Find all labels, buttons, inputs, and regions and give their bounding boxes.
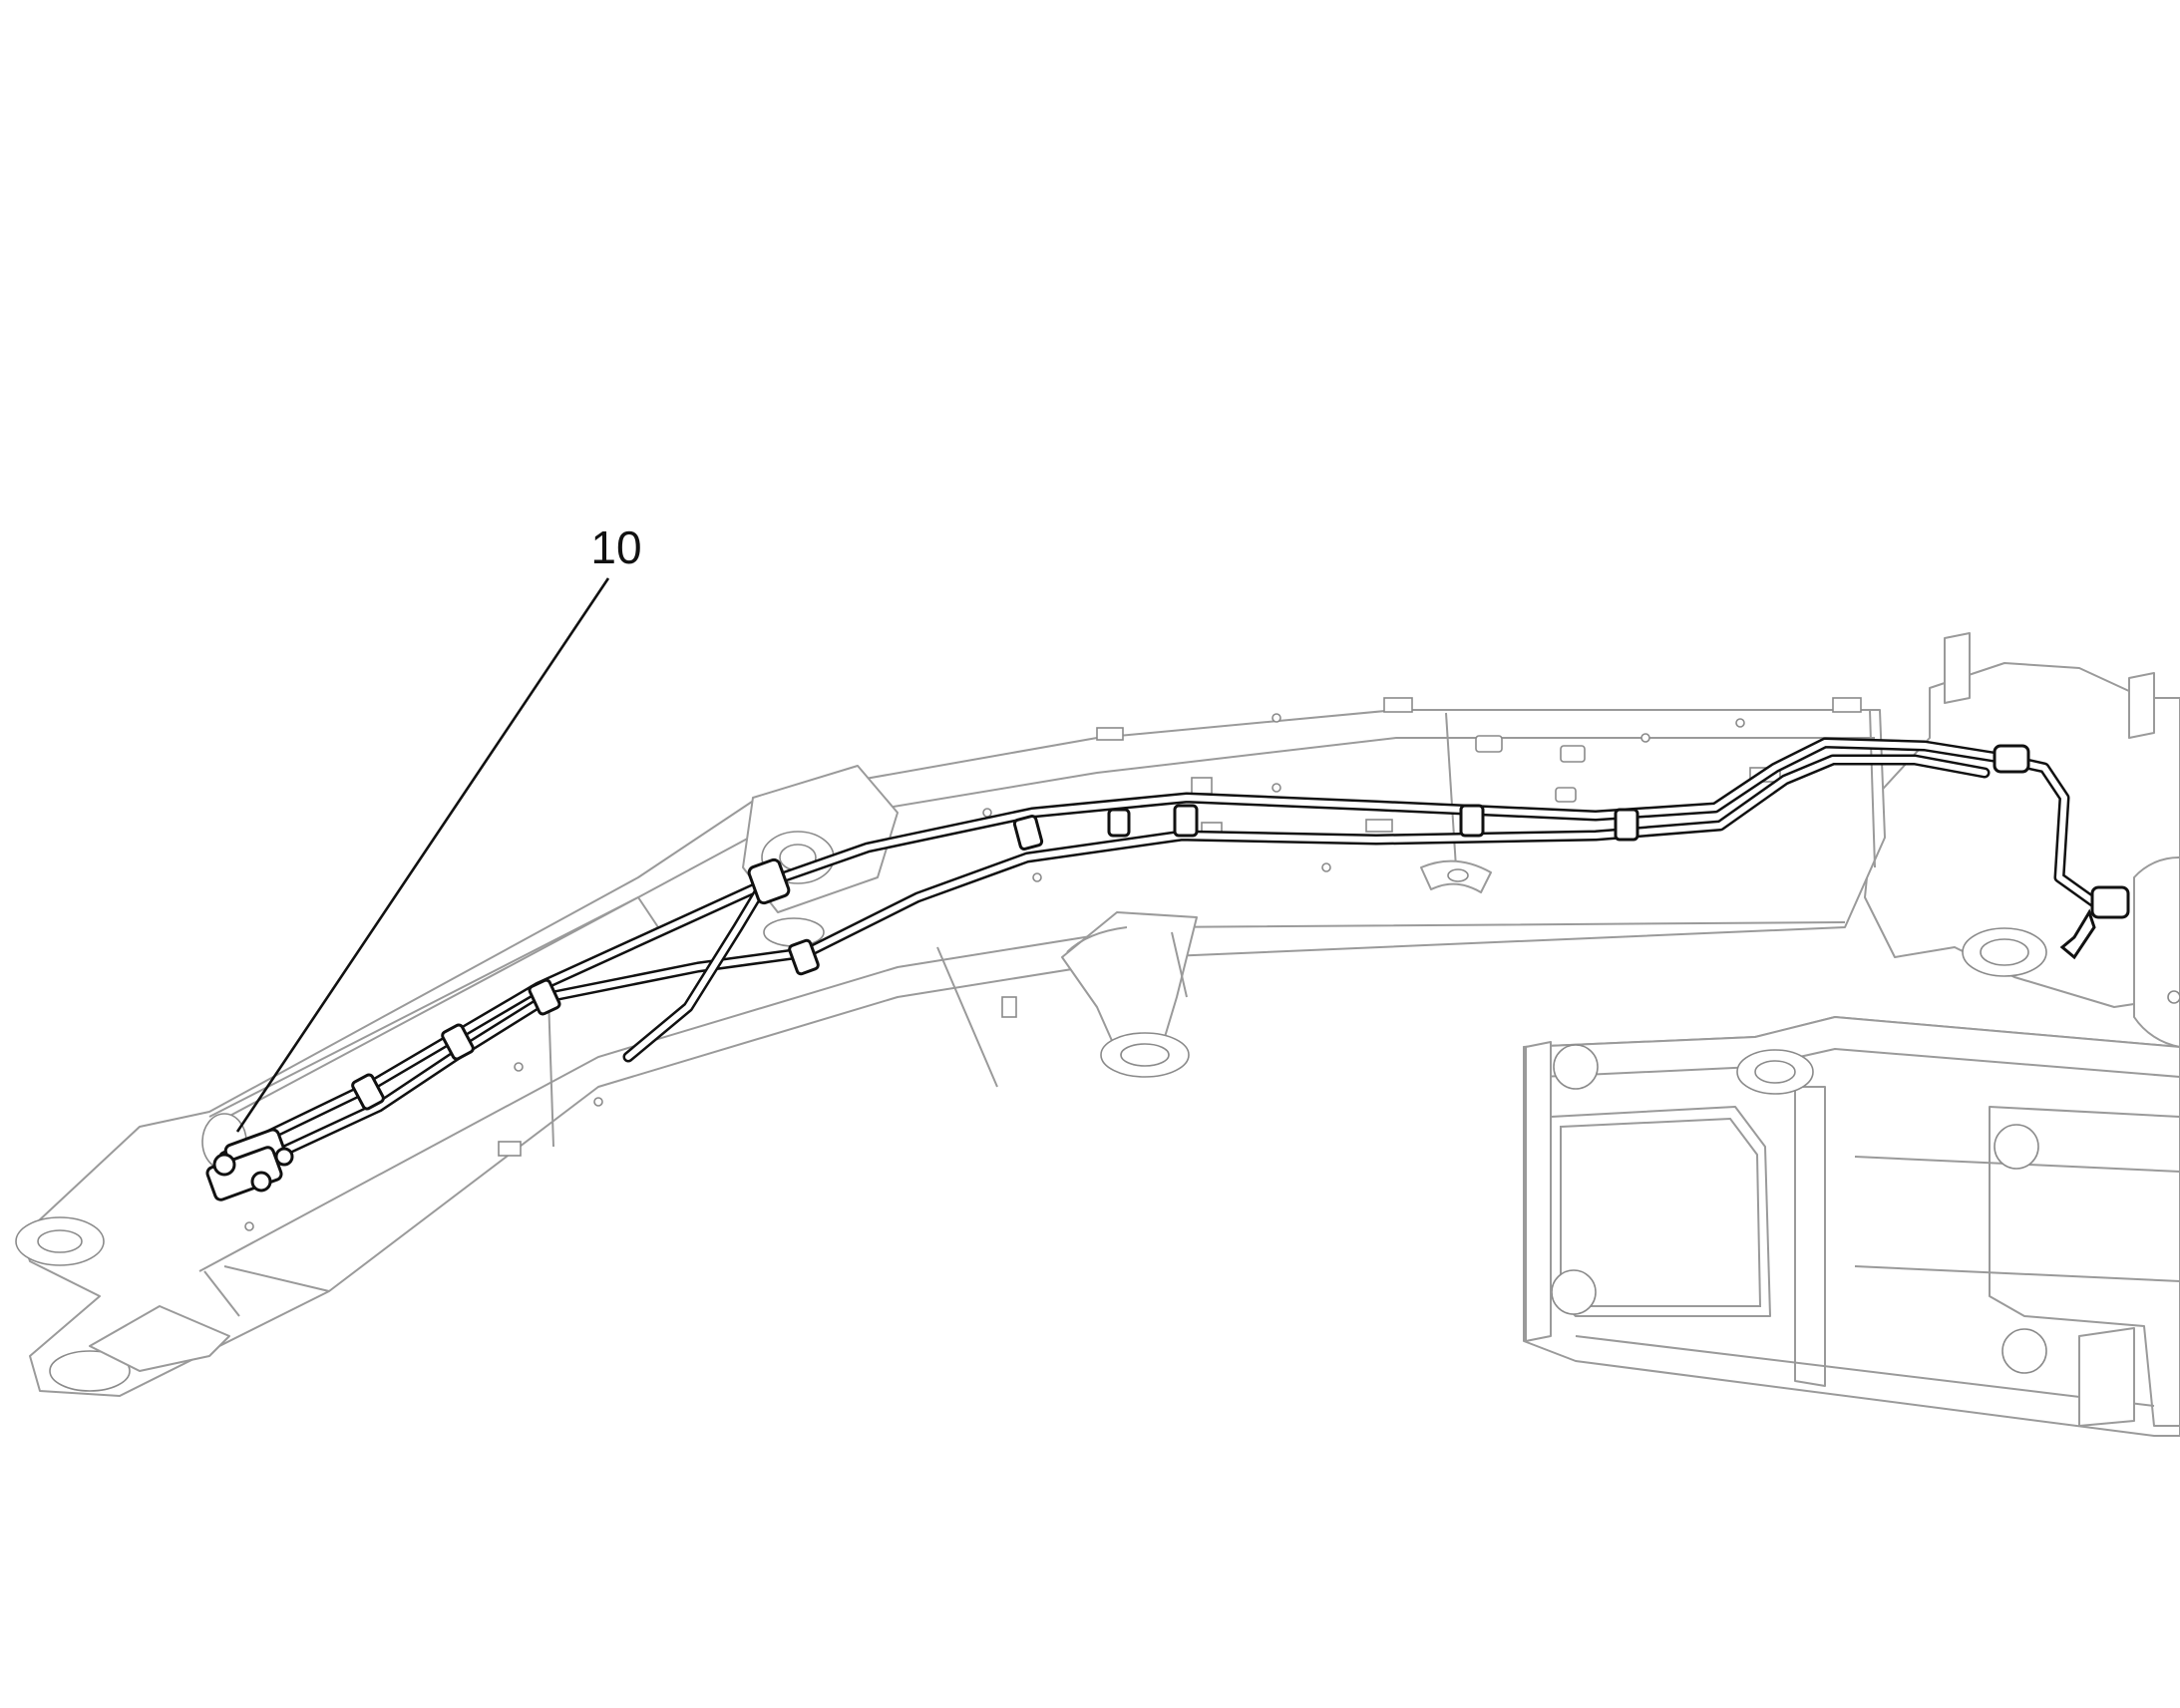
frame-bolt-hole-1 [1553, 1044, 1599, 1090]
boom-top-pad-1 [1383, 697, 1413, 713]
boom-top-pad-2 [1832, 697, 1862, 713]
upper-frame [1523, 1016, 2180, 1437]
hose-right-drop [2059, 908, 2096, 960]
frame-top-rail [1523, 1016, 2180, 1078]
boom-rivet-2 [1735, 718, 1745, 728]
boom-rivet-5 [982, 808, 992, 818]
frame-crossmember [1794, 1086, 1826, 1387]
boom-lower-cover [89, 1305, 230, 1372]
swing-ring-bolt [2167, 990, 2180, 1004]
boom-underside-edge [198, 921, 1846, 1272]
swing-ring [2133, 855, 2180, 1048]
hose-clamp-6 [1107, 808, 1131, 838]
hose-assembly [205, 737, 2130, 1201]
frame-bolt-hole-4 [2001, 1328, 2047, 1374]
mount-lug-left [1944, 632, 1971, 704]
boom-side-pad-6 [498, 1141, 522, 1157]
hose-clamp-8 [1459, 804, 1485, 838]
fitting-port-1 [212, 1153, 236, 1177]
boom-rivet-7 [1321, 862, 1331, 872]
boom-section-line-1 [936, 946, 998, 1088]
hose-fitting-right-upper [1993, 744, 2030, 774]
frame-bolt-hole-3 [1551, 1269, 1597, 1315]
callout-10: 10 [235, 521, 642, 1133]
boom-side-pad-8 [1191, 777, 1213, 795]
hose-clamp-5 [1012, 815, 1044, 851]
frame-right-block [1989, 1106, 2180, 1427]
hose-end-fitting [205, 1128, 294, 1201]
boom-side-seam [203, 1265, 330, 1317]
fitting-port-3 [274, 1147, 294, 1167]
boom-section-line-4 [547, 996, 554, 1148]
hose-clamp-9 [1614, 808, 1639, 842]
boom-lifting-eye-hole [1447, 868, 1469, 882]
boom-rivet-4 [1272, 783, 1281, 793]
hose-lower-core [236, 757, 1988, 1175]
hose-branch-core [625, 874, 771, 1060]
callout-10-leader [235, 577, 610, 1133]
boom-body [21, 709, 1886, 1397]
hose-clamp-7 [1173, 804, 1199, 838]
boom-rivet-10 [244, 1221, 254, 1231]
fitting-port-2 [250, 1171, 272, 1193]
hose-fitting-mid [747, 857, 791, 905]
frame-bolt-hole-2 [1994, 1124, 2039, 1170]
boom-rivet-8 [514, 1062, 524, 1072]
boom-side-pad-5 [1365, 819, 1393, 833]
frame-plate-left [1525, 1041, 1552, 1342]
hose-clamp-3 [528, 978, 561, 1016]
boom-section-line-3 [1869, 709, 1876, 868]
boom-side-pad-3 [1555, 787, 1577, 803]
hose-clamp-1 [351, 1073, 385, 1111]
boom-top-pad-3 [1096, 727, 1124, 741]
foot-pin-hole [1980, 938, 2029, 966]
boom-lower-boss [49, 1350, 131, 1392]
boom-side-pad-1 [1475, 735, 1503, 753]
callout-10-label: 10 [590, 521, 641, 573]
hose-clamp-4 [788, 938, 820, 976]
boom-side-pad-2 [1560, 745, 1586, 763]
hose-fitting-right-lower [2090, 885, 2130, 919]
boom-mid-boss [763, 917, 825, 947]
boom-cylinder-hole [1120, 1043, 1170, 1067]
boom-cylinder-bracket [1061, 911, 1198, 1053]
frame-plate-right [2078, 1327, 2135, 1427]
mount-lug-right [2128, 672, 2155, 739]
boom-cylinder-bracket-edge [1066, 926, 1188, 998]
frame-pivot-hole [1754, 1060, 1796, 1084]
boom-rivet-6 [1032, 872, 1042, 882]
boom-side-pad-7 [1001, 996, 1017, 1018]
boom-rivet-3 [1640, 733, 1650, 743]
boom-nose-hole [37, 1229, 83, 1253]
boom-rivet-1 [1272, 713, 1281, 723]
boom-rivet-9 [593, 1097, 603, 1107]
hose-clamp-2 [441, 1023, 475, 1061]
